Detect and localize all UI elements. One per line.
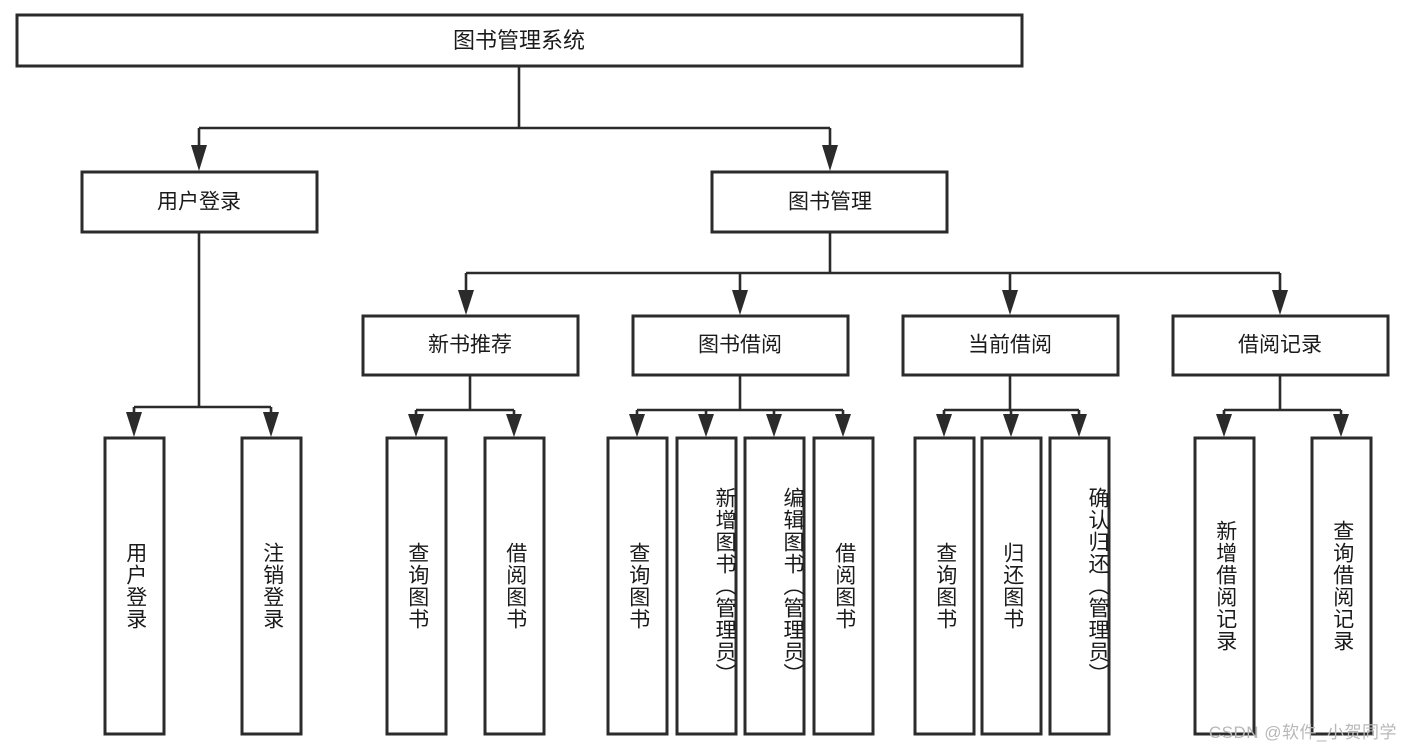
connectors-userlogin-to-leaves — [126, 232, 279, 437]
node-leaf-confirm-return-admin[interactable] — [1048, 436, 1111, 736]
node-leaf-confirm-return-admin-box — [1048, 436, 1111, 736]
arrowhead-userlogin-leaf1 — [126, 412, 142, 437]
arrowhead-current-borrow — [1002, 290, 1018, 315]
arrowhead-borrow-record — [1272, 290, 1288, 315]
arrowhead-book-manage — [822, 145, 838, 171]
arrowhead-bookborrow-leaf2 — [698, 414, 714, 437]
node-root-system[interactable]: 图书管理系统 — [15, 13, 1024, 68]
node-leaf-add-borrow-record[interactable] — [1193, 436, 1256, 736]
node-book-borrow-box — [631, 314, 850, 377]
node-leaf-user-login-box — [103, 436, 166, 736]
node-current-borrow-box — [901, 314, 1120, 377]
node-leaf-user-login[interactable] — [103, 436, 166, 736]
node-leaf-add-book-admin[interactable] — [675, 436, 738, 736]
node-leaf-borrow-book-bb-box — [812, 436, 875, 736]
node-leaf-edit-book-admin[interactable] — [743, 436, 806, 736]
connectors-newbook-to-leaves — [408, 375, 522, 437]
node-leaf-borrow-book-bb[interactable] — [812, 436, 875, 736]
arrowhead-newbook-leaf1 — [408, 414, 424, 437]
node-leaf-query-borrow-record-box — [1310, 436, 1373, 736]
node-leaf-query-book-cb-box — [913, 436, 976, 736]
node-leaf-add-book-admin-box — [675, 436, 738, 736]
node-user-login[interactable]: 用户登录 — [80, 170, 319, 234]
arrowhead-borrowrecord-leaf2 — [1333, 414, 1349, 437]
node-leaf-logout-login[interactable] — [240, 436, 303, 736]
node-book-manage[interactable]: 图书管理 — [710, 170, 949, 234]
connectors-bookborrow-to-leaves — [629, 375, 851, 437]
csdn-watermark: CSDN @软件_小贺同学 — [1208, 723, 1397, 742]
node-leaf-logout-login-box — [240, 436, 303, 736]
node-leaf-borrow-book-nbr-box — [483, 436, 546, 736]
node-book-manage-label: 图书管理 — [788, 191, 872, 214]
node-leaf-query-book-bb-box — [606, 436, 669, 736]
arrowhead-bookborrow-leaf3 — [766, 414, 782, 437]
node-book-borrow-label: 图书借阅 — [698, 334, 782, 357]
arrowhead-newbook-leaf2 — [506, 414, 522, 437]
node-leaf-borrow-book-nbr[interactable] — [483, 436, 546, 736]
node-leaf-query-borrow-record[interactable] — [1310, 436, 1373, 736]
arrowhead-userlogin-leaf2 — [263, 412, 279, 437]
node-leaf-query-book-nbr-box — [385, 436, 448, 736]
connectors-bookmanage-to-level3 — [458, 232, 1288, 315]
node-current-borrow[interactable]: 当前借阅 — [901, 314, 1120, 377]
connectors-root-to-level2 — [191, 66, 838, 171]
arrowhead-user-login — [191, 145, 207, 171]
node-user-login-box — [80, 170, 319, 234]
node-borrow-record-label: 借阅记录 — [1238, 334, 1322, 357]
node-book-borrow[interactable]: 图书借阅 — [631, 314, 850, 377]
node-current-borrow-label: 当前借阅 — [968, 334, 1052, 357]
arrowhead-currentborrow-leaf3 — [1071, 414, 1087, 437]
node-leaf-query-book-cb[interactable] — [913, 436, 976, 736]
arrowhead-book-borrow — [732, 290, 748, 315]
arrowhead-bookborrow-leaf1 — [629, 414, 645, 437]
node-new-book-recommend[interactable]: 新书推荐 — [361, 314, 580, 377]
arrowhead-currentborrow-leaf1 — [936, 414, 952, 437]
node-book-manage-box — [710, 170, 949, 234]
arrowhead-borrowrecord-leaf1 — [1216, 414, 1232, 437]
node-borrow-record-box — [1171, 314, 1390, 377]
node-leaf-query-book-nbr[interactable] — [385, 436, 448, 736]
node-leaf-add-borrow-record-box — [1193, 436, 1256, 736]
node-leaf-return-book[interactable] — [980, 436, 1043, 736]
node-new-book-recommend-box — [361, 314, 580, 377]
arrowhead-bookborrow-leaf4 — [835, 414, 851, 437]
arrowhead-currentborrow-leaf2 — [1003, 414, 1019, 437]
connectors-currentborrow-to-leaves — [936, 375, 1087, 437]
node-leaf-edit-book-admin-box — [743, 436, 806, 736]
node-leaf-query-book-bb[interactable] — [606, 436, 669, 736]
node-root-system-box — [15, 13, 1024, 68]
node-borrow-record[interactable]: 借阅记录 — [1171, 314, 1390, 377]
node-leaf-return-book-box — [980, 436, 1043, 736]
node-new-book-recommend-label: 新书推荐 — [428, 334, 512, 357]
arrowhead-new-book — [458, 290, 474, 315]
node-user-login-label: 用户登录 — [157, 191, 241, 214]
node-root-system-label: 图书管理系统 — [453, 28, 585, 53]
connectors-borrowrecord-to-leaves — [1216, 375, 1349, 437]
